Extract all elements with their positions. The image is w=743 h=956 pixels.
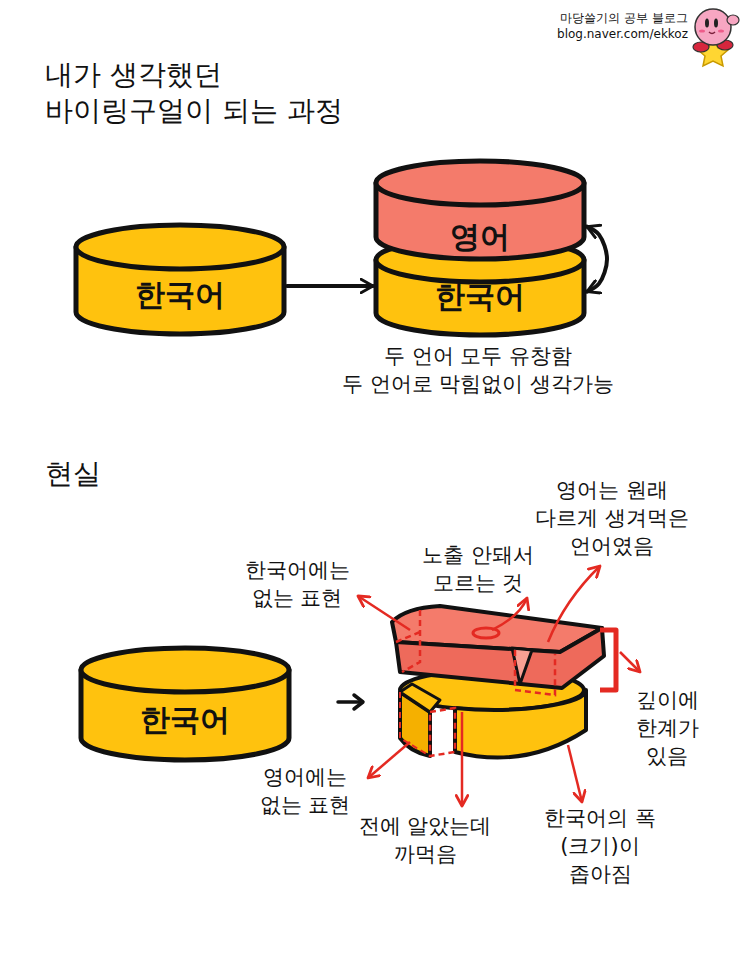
mascot-eye bbox=[705, 19, 709, 28]
node-label: 한국어 bbox=[373, 279, 587, 315]
section-heading: 현실 bbox=[45, 456, 165, 492]
mascot-blush bbox=[699, 29, 705, 32]
mascot-eye bbox=[714, 19, 718, 28]
callout-text: 영어는 원래 다르게 생겨먹은 언어였음 bbox=[530, 476, 695, 560]
callout-text: 한국어에는 없는 표현 bbox=[222, 556, 372, 612]
cylinder-top bbox=[376, 238, 584, 282]
node-label: 한국어 bbox=[73, 277, 287, 313]
english-piece-side bbox=[396, 628, 604, 688]
korean-piece-body bbox=[455, 690, 586, 758]
node-label: 영어 bbox=[373, 219, 587, 255]
connector-arrow bbox=[287, 284, 373, 288]
missing-part-outline bbox=[430, 708, 455, 756]
caption-line: 두 언어 모두 유창함 bbox=[338, 342, 618, 370]
cylinder-block: 한국어 bbox=[73, 222, 287, 337]
cylinder-top bbox=[81, 648, 289, 692]
cylinder-block: 영어 bbox=[373, 158, 587, 262]
mascot-blush bbox=[718, 29, 724, 32]
leader-arrow bbox=[368, 742, 410, 778]
caption-line: 두 언어로 막힘없이 생각가능 bbox=[318, 370, 638, 398]
watermark-url: blog.naver.com/ekkoz bbox=[528, 26, 688, 42]
mascot-mouth bbox=[709, 32, 715, 34]
leader-arrow bbox=[620, 652, 640, 672]
connector-arrow bbox=[587, 227, 607, 292]
cylinder-block: 한국어 bbox=[78, 645, 292, 763]
cylinder-top bbox=[76, 225, 284, 269]
node-label: 한국어 bbox=[78, 702, 292, 738]
cylinder-top bbox=[376, 161, 584, 205]
callout-text: 깊이에 한계가 있음 bbox=[617, 686, 717, 770]
page-title: 내가 생각했던 바이링구얼이 되는 과정 bbox=[45, 57, 365, 129]
callout-text: 노출 안돼서 모르는 것 bbox=[408, 541, 548, 597]
leader-arrow bbox=[358, 596, 410, 630]
korean-piece-block-top bbox=[400, 684, 440, 712]
transition-arrowhead bbox=[354, 695, 363, 709]
mascot-hand bbox=[727, 15, 739, 25]
leader-arrow bbox=[461, 712, 464, 806]
leader-arrow bbox=[548, 566, 600, 642]
depth-bracket bbox=[600, 630, 616, 690]
watermark: 마당쓸기의 공부 블로그 bbox=[528, 10, 688, 26]
transition-arrow bbox=[338, 700, 362, 704]
missing-part-outline bbox=[515, 650, 555, 695]
leader-arrow bbox=[568, 745, 582, 802]
missing-part-outline bbox=[396, 610, 420, 672]
callout-text: 전에 알았는데 까먹음 bbox=[350, 812, 500, 868]
mascot-body bbox=[695, 9, 731, 45]
leader-arrow bbox=[492, 598, 527, 630]
callout-text: 영어에는 없는 표현 bbox=[250, 763, 360, 819]
callout-text: 한국어의 폭(크기)이 좁아짐 bbox=[540, 804, 660, 888]
